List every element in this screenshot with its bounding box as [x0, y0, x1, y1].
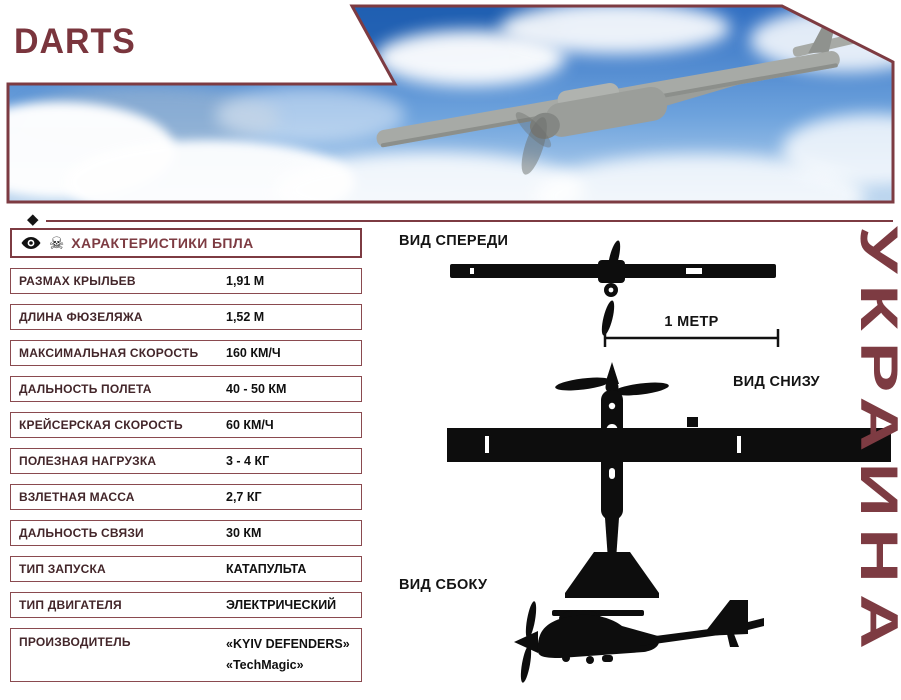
spec-row: ПРОИЗВОДИТЕЛЬ «KYIV DEFENDERS» «TechMagi… [10, 628, 362, 682]
spec-label: ДАЛЬНОСТЬ СВЯЗИ [19, 526, 144, 540]
side-view-label: ВИД СБОКУ [399, 577, 488, 593]
scale-bar [603, 329, 780, 347]
spec-row: ТИП ДВИГАТЕЛЯ ЭЛЕКТРИЧЕСКИЙ [10, 592, 362, 618]
scale-label: 1 МЕТР [664, 314, 719, 330]
side-view-silhouette [514, 600, 764, 683]
spec-row: ВЗЛЕТНАЯ МАССА 2,7 КГ [10, 484, 362, 510]
spec-value: 1,52 М [226, 310, 265, 324]
spec-label: РАЗМАХ КРЫЛЬЕВ [19, 274, 136, 288]
spec-value: 160 КМ/Ч [226, 346, 281, 360]
specs-header: ☠ ХАРАКТЕРИСТИКИ БПЛА [10, 228, 362, 258]
spec-row: ДЛИНА ФЮЗЕЛЯЖА 1,52 М [10, 304, 362, 330]
eye-icon [21, 237, 41, 249]
spec-label: ПОЛЕЗНАЯ НАГРУЗКА [19, 454, 157, 468]
page-title: DARTS [14, 22, 136, 61]
spec-row: МАКСИМАЛЬНАЯ СКОРОСТЬ 160 КМ/Ч [10, 340, 362, 366]
divider-diamond-icon: ◆ [27, 211, 39, 228]
spec-label: КРЕЙСЕРСКАЯ СКОРОСТЬ [19, 418, 183, 432]
spec-row: ДАЛЬНОСТЬ ПОЛЕТА 40 - 50 КМ [10, 376, 362, 402]
banner-photo [6, 4, 895, 204]
spec-value: 1,91 М [226, 274, 265, 288]
spec-row: РАЗМАХ КРЫЛЬЕВ 1,91 М [10, 268, 362, 294]
spec-row: ТИП ЗАПУСКА КАТАПУЛЬТА [10, 556, 362, 582]
spec-value: КАТАПУЛЬТА [226, 562, 307, 576]
spec-value: 60 КМ/Ч [226, 418, 274, 432]
spec-label: ТИП ДВИГАТЕЛЯ [19, 598, 122, 612]
spec-row: КРЕЙСЕРСКАЯ СКОРОСТЬ 60 КМ/Ч [10, 412, 362, 438]
spec-label: ДЛИНА ФЮЗЕЛЯЖА [19, 310, 143, 324]
vertical-country-label: УКРАИНА [849, 226, 901, 660]
specs-panel: ☠ ХАРАКТЕРИСТИКИ БПЛА РАЗМАХ КРЫЛЬЕВ 1,9… [10, 228, 362, 682]
spec-value: ЭЛЕКТРИЧЕСКИЙ [226, 598, 337, 612]
spec-value: 2,7 КГ [226, 490, 262, 504]
spec-row: ДАЛЬНОСТЬ СВЯЗИ 30 КМ [10, 520, 362, 546]
spec-value: 40 - 50 КМ [226, 382, 287, 396]
spec-value: 30 КМ [226, 526, 262, 540]
bottom-view-silhouette [447, 362, 891, 598]
spec-label: МАКСИМАЛЬНАЯ СКОРОСТЬ [19, 346, 199, 360]
spec-row: ПОЛЕЗНАЯ НАГРУЗКА 3 - 4 КГ [10, 448, 362, 474]
spec-value-line2: «TechMagic» [226, 658, 304, 672]
bottom-view-label: ВИД СНИЗУ [733, 374, 820, 390]
skull-crossbones-icon: ☠ [49, 233, 65, 253]
spec-value-line1: «KYIV DEFENDERS» [226, 637, 350, 651]
sky-photo [8, 6, 893, 202]
drone-photo [376, 17, 870, 175]
spec-value: «KYIV DEFENDERS» «TechMagic» [226, 637, 350, 672]
spec-label: ТИП ЗАПУСКА [19, 562, 106, 576]
spec-label: ВЗЛЕТНАЯ МАССА [19, 490, 135, 504]
divider-line [46, 220, 893, 222]
spec-value: 3 - 4 КГ [226, 454, 270, 468]
specs-heading: ХАРАКТЕРИСТИКИ БПЛА [71, 235, 254, 251]
front-view-label: ВИД СПЕРЕДИ [399, 233, 509, 249]
spec-label: ДАЛЬНОСТЬ ПОЛЕТА [19, 382, 152, 396]
spec-label: ПРОИЗВОДИТЕЛЬ [19, 635, 131, 649]
